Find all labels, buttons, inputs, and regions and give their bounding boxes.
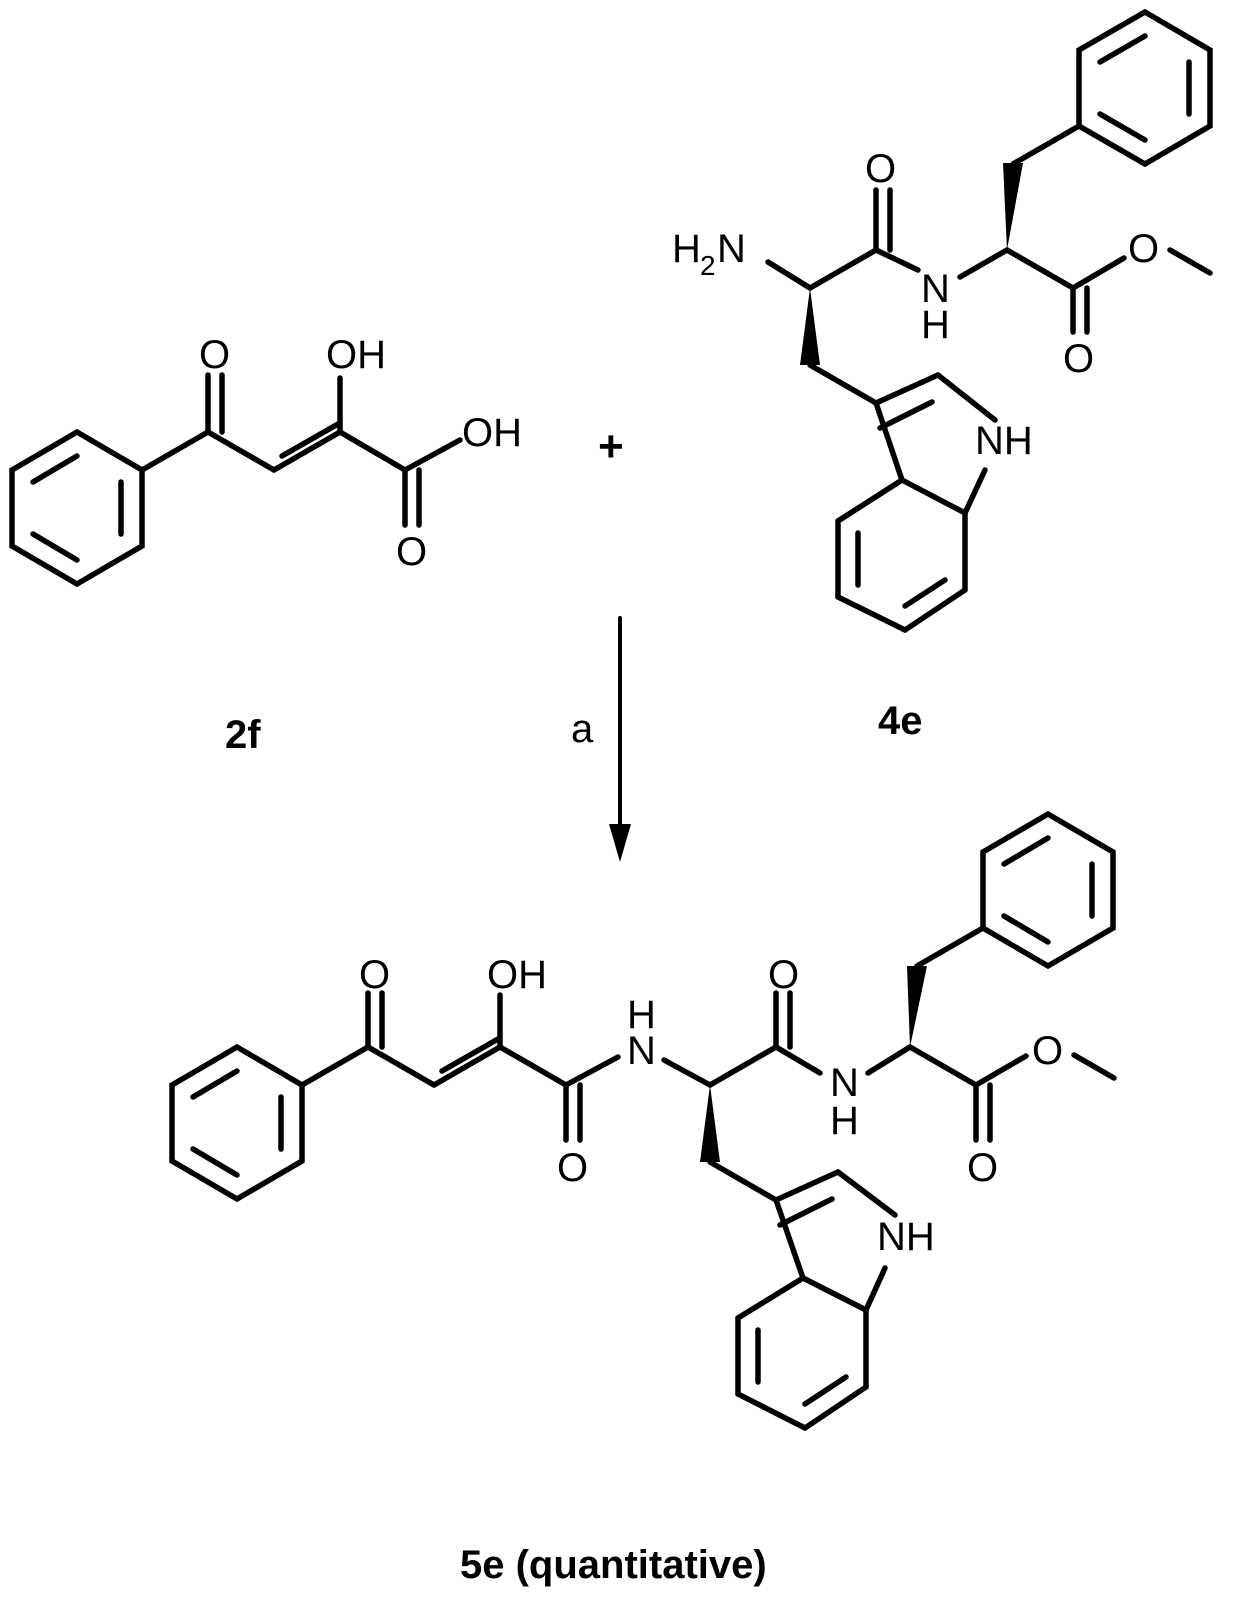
ester-carbonyl-oxygen-label: O <box>1063 337 1094 381</box>
amide1-oxygen-label: O <box>557 1146 588 1190</box>
acid-hydroxyl-label: OH <box>462 411 522 455</box>
indole-ring <box>735 1169 898 1431</box>
wedge-bond <box>907 966 927 1047</box>
enol-hydroxyl-label: OH <box>487 953 547 997</box>
amide1-nitrogen-label: N <box>627 1029 656 1073</box>
amide2-nitrogen-label: N <box>830 1061 859 1105</box>
reactant-2f-structure: O OH OH O <box>9 333 522 588</box>
bonds <box>907 925 1117 1143</box>
reactant-4e-structure: H 2 N O N H O O NH <box>672 8 1213 633</box>
amide2-oxygen-label: O <box>768 953 799 997</box>
wedge-bond <box>700 1085 720 1162</box>
compound-label-2f: 2f <box>225 713 261 757</box>
keto-oxygen-label: O <box>359 953 390 997</box>
arrowhead <box>609 824 631 862</box>
product-5e-structure: O OH H N O O N H O O NH <box>169 810 1117 1431</box>
bonds <box>299 990 913 1203</box>
compound-label-5e: 5e (quantitative) <box>460 1543 767 1587</box>
amide1-hydrogen-label: H <box>627 993 656 1037</box>
phenyl-ring <box>1076 8 1213 168</box>
phenyl-ring <box>980 810 1116 970</box>
benzene-ring <box>9 428 145 588</box>
amine-nitrogen-label: N <box>717 227 746 271</box>
ester-carbonyl-oxygen-label: O <box>967 1146 998 1190</box>
wedge-bond <box>800 288 820 365</box>
amine-subscript-label: 2 <box>700 250 716 281</box>
plus-sign: + <box>598 422 624 471</box>
indole-nh-label: NH <box>975 419 1033 463</box>
ester-oxygen-label: O <box>1128 227 1159 271</box>
reaction-arrow <box>609 616 631 862</box>
compound-label-4e: 4e <box>878 699 923 743</box>
bonds <box>765 123 1213 406</box>
enol-hydroxyl-label: OH <box>326 333 386 377</box>
keto-oxygen-label: O <box>199 333 230 377</box>
amide2-hydrogen-label: H <box>830 1099 859 1143</box>
amide-hydrogen-label: H <box>921 303 950 347</box>
indole-ring <box>835 372 998 633</box>
wedge-bond <box>1003 163 1023 250</box>
indole-nh-label: NH <box>877 1215 935 1259</box>
benzene-ring <box>169 1043 305 1203</box>
amide-nitrogen-label: N <box>921 267 950 311</box>
acid-carbonyl-oxygen-label: O <box>396 530 427 574</box>
ester-oxygen-label: O <box>1032 1029 1063 1073</box>
amine-hydrogen-label: H <box>672 227 701 271</box>
reaction-condition-label: a <box>571 707 594 751</box>
bonds <box>139 372 463 528</box>
amide-oxygen-label: O <box>865 147 896 191</box>
